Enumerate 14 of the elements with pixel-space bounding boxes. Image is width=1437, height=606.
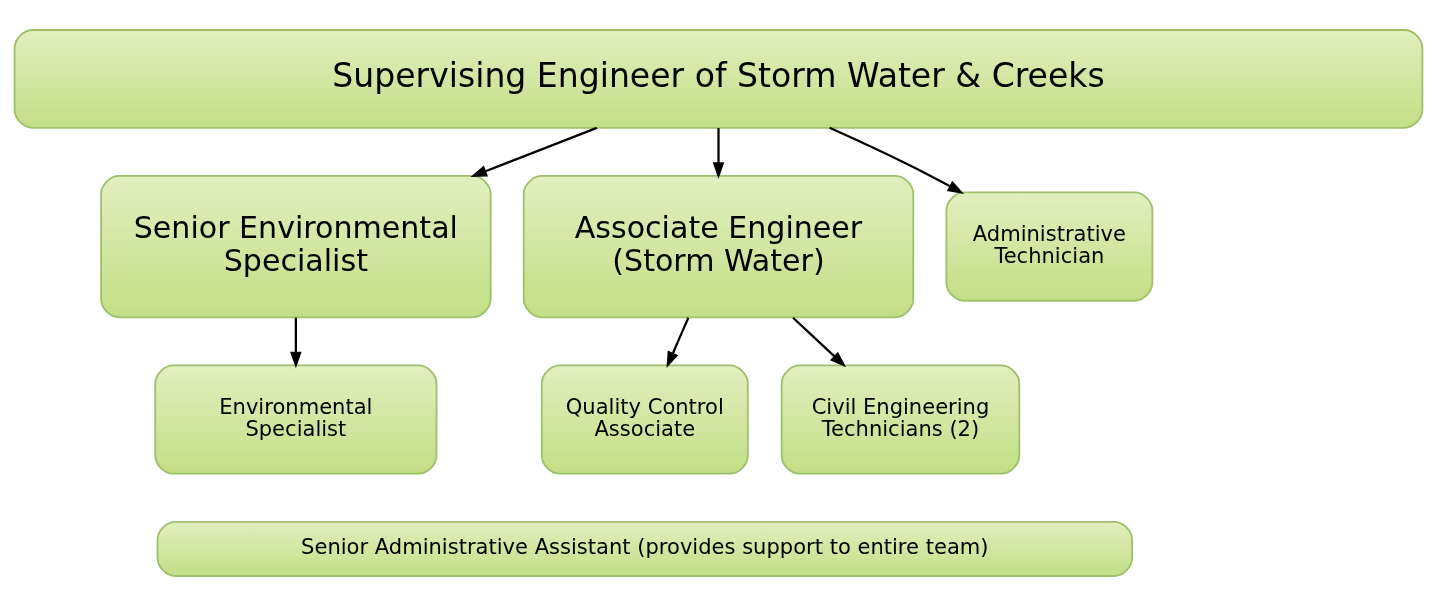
node-box: Senior Administrative Assistant (provides support to entire team) — [156, 520, 1133, 577]
node-box: Senior Environmental Specialist — [100, 175, 492, 319]
node-box: Quality Control Associate — [540, 364, 749, 475]
node-box: Supervising Engineer of Storm Water & Creeks — [13, 29, 1424, 129]
node-box: Civil Engineering Technicians (2) — [780, 364, 1021, 475]
arrow — [470, 126, 598, 178]
arrow — [712, 128, 725, 179]
arrow — [792, 316, 847, 368]
arrow — [829, 126, 965, 194]
node-box: Administrative Technician — [945, 191, 1154, 302]
node-box: Associate Engineer (Storm Water) — [522, 175, 915, 319]
arrow — [666, 317, 690, 369]
arrow — [290, 317, 302, 369]
node-box: Environmental Specialist — [154, 364, 438, 475]
